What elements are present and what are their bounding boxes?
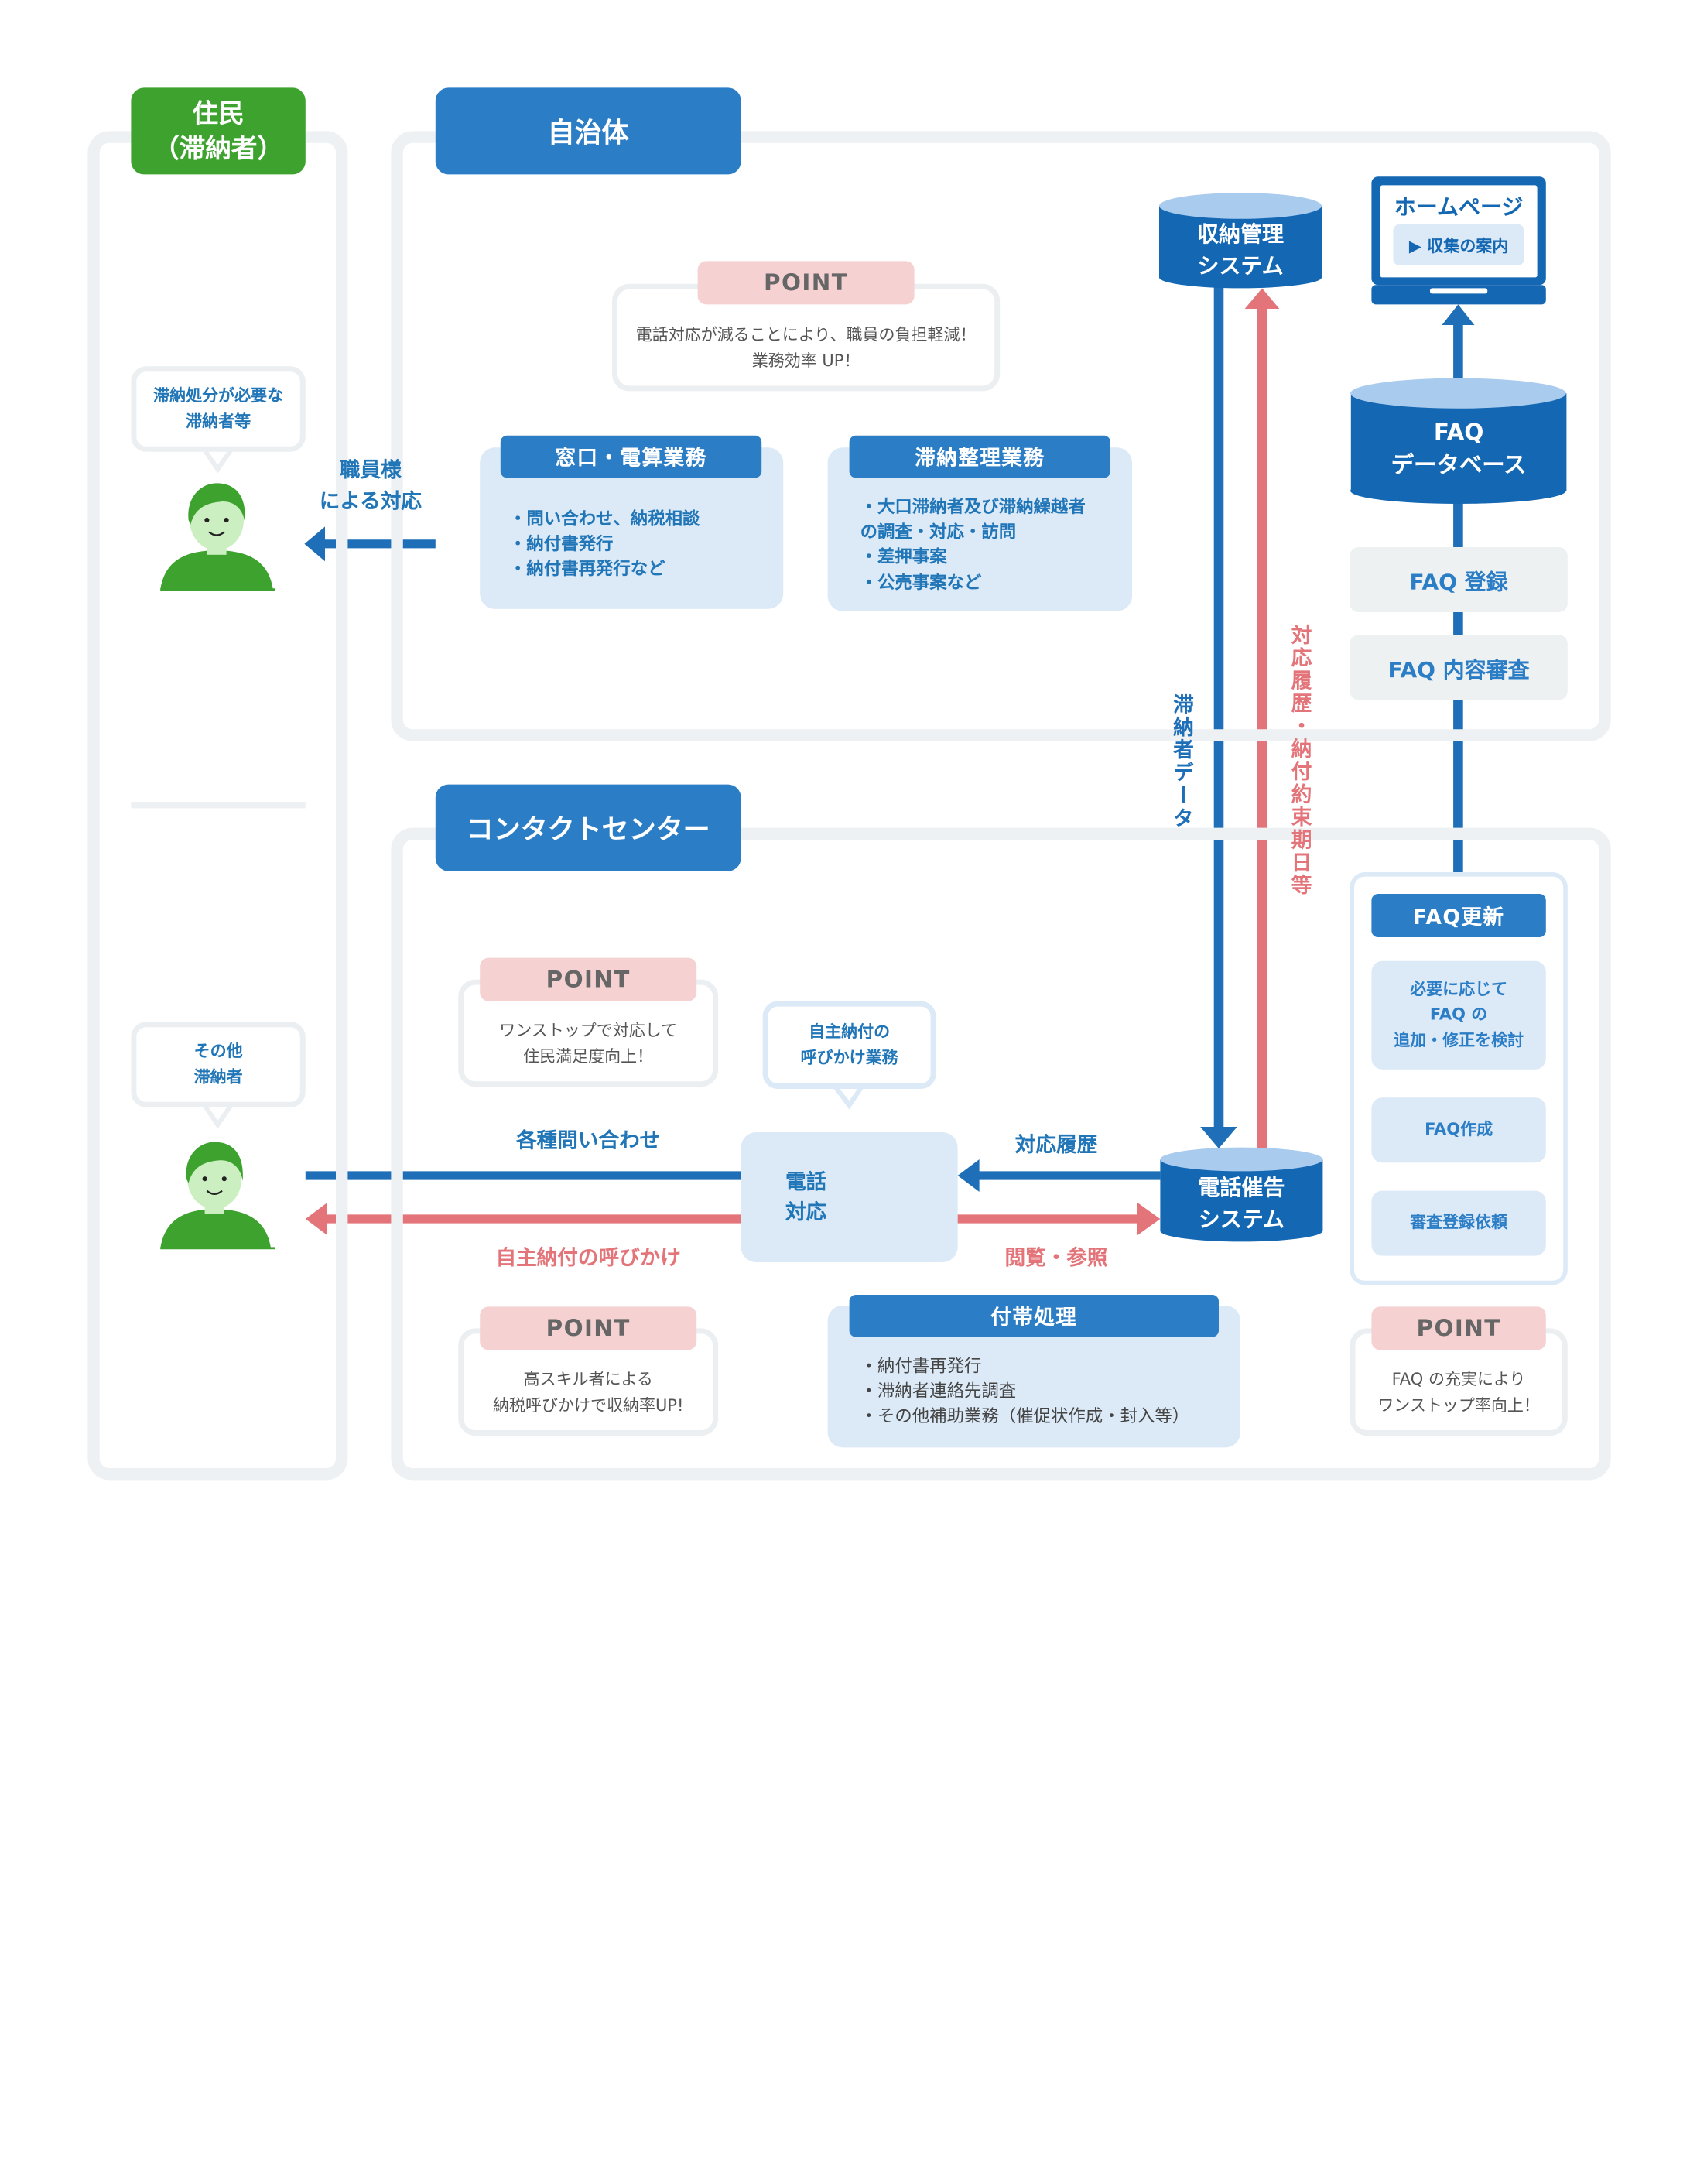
ancillary-item: ・その他補助業務（催促状作成・封入等） (860, 1405, 1190, 1426)
ancillary-item: ・滞納者連絡先調査 (860, 1380, 1017, 1402)
self-payment-arrowhead (305, 1203, 327, 1235)
dunning-system-line2: システム (1198, 1206, 1285, 1232)
point-faq-line1: FAQ の充実により (1391, 1368, 1526, 1389)
faq-step1-line2: FAQ の (1429, 1005, 1488, 1025)
point-onestop-line2: 住民満足度向上！ (523, 1046, 654, 1066)
arrears-work-item: ・差押事案 (860, 546, 947, 567)
collection-system-cylinder (1159, 193, 1322, 289)
residents-header-line1: 住民 (192, 98, 245, 129)
point-skill-line2: 納税呼びかけで収納率UP! (492, 1395, 684, 1415)
response-history-label: 対応履歴 (1014, 1133, 1098, 1158)
phone-response-line2: 対応 (785, 1200, 827, 1224)
residents-header: 住民 （滞納者） (131, 87, 306, 175)
phone-response-label: 電話 対応 (763, 1168, 850, 1227)
collection-system-line2: システム (1197, 252, 1284, 279)
counter-work-items: ・問い合わせ、納税相談 ・納付書発行 ・納付書再発行など (509, 506, 769, 581)
homepage-link[interactable]: ▶ 収集の案内 (1393, 224, 1524, 265)
collection-system-line1: 収納管理 (1197, 221, 1284, 248)
phone-response-line1: 電話 (785, 1170, 827, 1194)
ancillary-title: 付帯処理 (849, 1295, 1219, 1337)
response-history-arrowhead (957, 1159, 980, 1192)
arrears-work-items: ・大口滞納者及び滞納繰越者 の調査・対応・訪問 ・差押事案 ・公売事案など (860, 494, 1126, 594)
staff-response-arrowhead (304, 526, 325, 562)
counter-work-item: ・問い合わせ、納税相談 (509, 508, 700, 529)
faq-review-box: FAQ 内容審査 (1350, 635, 1568, 700)
dunning-system-cylinder (1160, 1147, 1323, 1242)
point-faq-line2: ワンストップ率向上！ (1377, 1395, 1540, 1415)
phone-response-box (741, 1132, 958, 1262)
arrears-data-label: 滞納者データ (1170, 693, 1194, 830)
faq-database-line2: データベース (1391, 451, 1527, 478)
counter-work-item: ・納付書発行 (509, 533, 614, 554)
resident-bubble-top-line1: 滞納処分が必要な (153, 385, 284, 406)
faq-update-step-create: FAQ作成 (1371, 1097, 1546, 1163)
resident-avatar-top (160, 483, 275, 591)
faq-to-homepage-arrowhead (1442, 304, 1475, 325)
homepage-title: ホームページ (1394, 193, 1524, 220)
point-label-onestop: POINT (480, 957, 697, 1001)
residents-panel (87, 131, 348, 1481)
faq-update-step-consider: 必要に応じて FAQ の 追加・修正を検討 (1371, 960, 1546, 1070)
staff-response-line1: 職員様 (339, 458, 402, 482)
arrears-data-arrowhead (1200, 1127, 1237, 1148)
self-payment-bubble-line2: 呼びかけ業務 (800, 1047, 898, 1067)
point-skill-line1: 高スキル者による (523, 1368, 653, 1389)
counter-work-item: ・納付書再発行など (509, 558, 665, 580)
view-refer-label: 閲覧・参照 (1004, 1246, 1108, 1270)
faq-update-step-request: 審査登録依頼 (1371, 1190, 1546, 1256)
point-label-faq: POINT (1371, 1306, 1546, 1350)
resident-bubble-bottom: その他 滞納者 (131, 1022, 306, 1107)
arrears-work-item: の調査・対応・訪問 (860, 521, 1017, 543)
resident-avatar-bottom (160, 1142, 275, 1250)
faq-update-title: FAQ更新 (1371, 894, 1546, 937)
municipality-header: 自治体 (435, 87, 741, 175)
self-payment-call-label: 自主納付の呼びかけ (495, 1246, 681, 1270)
staff-response-label: 職員様 による対応 (306, 455, 436, 520)
faq-database-label: FAQ データベース (1351, 414, 1567, 484)
arrears-work-title: 滞納整理業務 (849, 435, 1110, 478)
view-refer-arrowhead (1138, 1203, 1161, 1235)
history-dates-label: 対応履歴・納付約束期日等 (1288, 624, 1312, 898)
faq-database-line1: FAQ (1433, 419, 1484, 445)
ancillary-item: ・納付書再発行 (860, 1355, 982, 1376)
residents-header-line2: （滞納者） (153, 133, 284, 164)
resident-bubble-bottom-line1: その他 (193, 1041, 243, 1061)
faq-step1-line1: 必要に応じて (1410, 979, 1508, 999)
point-onestop-line1: ワンストップで対応して (499, 1020, 678, 1040)
history-arrowhead (1244, 288, 1280, 309)
arrears-work-item: ・大口滞納者及び滞納繰越者 (860, 496, 1086, 517)
self-payment-bubble-line1: 自主納付の (809, 1022, 891, 1042)
self-payment-bubble: 自主納付の 呼びかけ業務 (762, 1001, 936, 1089)
dunning-system-line1: 電話催告 (1198, 1174, 1285, 1201)
faq-step1-line3: 追加・修正を検討 (1394, 1029, 1524, 1050)
counter-work-title: 窓口・電算業務 (500, 435, 762, 478)
point-label-skill: POINT (480, 1306, 697, 1350)
collection-system-label: 収納管理 システム (1159, 217, 1322, 284)
point-municipality-line2: 業務効率 UP！ (751, 350, 860, 371)
resident-bubble-top: 滞納処分が必要な 滞納者等 (131, 366, 306, 452)
dunning-system-label: 電話催告 システム (1160, 1170, 1322, 1237)
resident-bubble-top-line2: 滞納者等 (186, 411, 251, 431)
staff-response-line2: による対応 (319, 489, 422, 513)
point-municipality-line1: 電話対応が減ることにより、職員の負担軽減！ (635, 324, 977, 344)
resident-bubble-bottom-line2: 滞納者 (193, 1066, 243, 1087)
faq-database-cylinder (1350, 378, 1567, 504)
ancillary-items: ・納付書再発行 ・滞納者連絡先調査 ・その他補助業務（催促状作成・封入等） (860, 1354, 1240, 1429)
inquiries-label: 各種問い合わせ (516, 1128, 661, 1153)
faq-register-box: FAQ 登録 (1350, 547, 1568, 612)
arrears-work-item: ・公売事案など (860, 571, 982, 593)
contact-center-header: コンタクトセンター (435, 784, 741, 871)
point-label-municipality: POINT (697, 261, 915, 305)
